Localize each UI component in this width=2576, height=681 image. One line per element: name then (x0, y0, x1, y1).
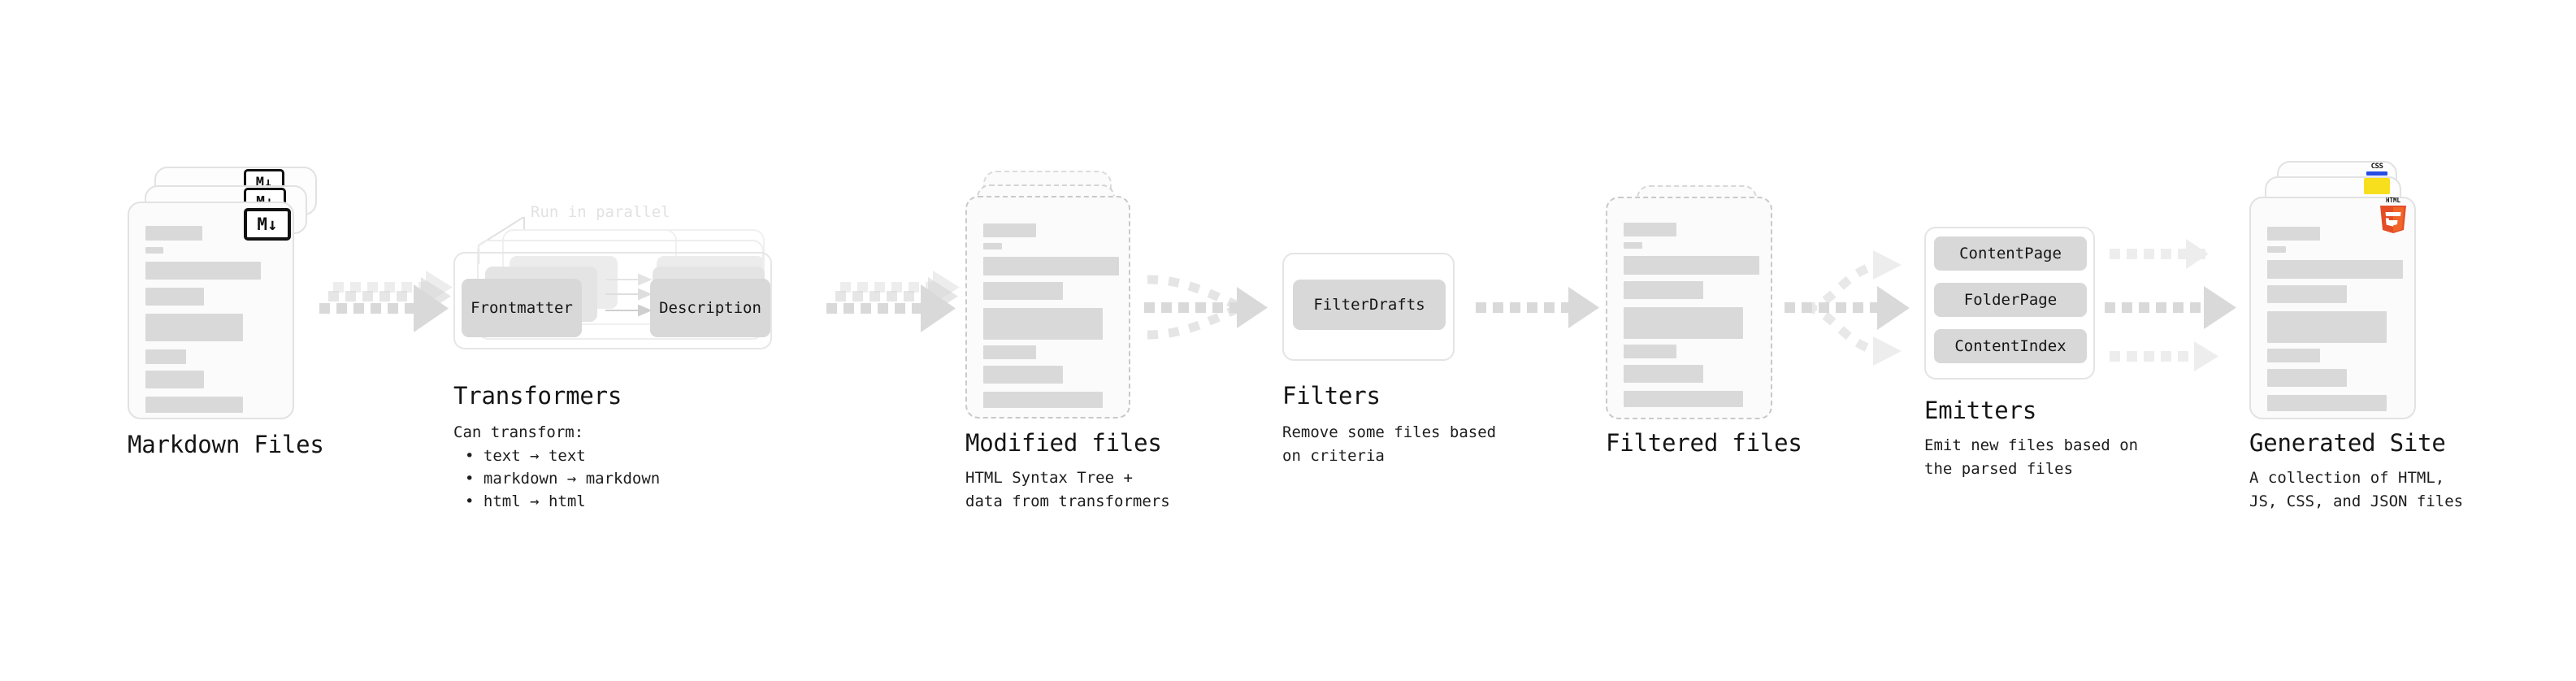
skeleton-line (1624, 281, 1703, 299)
transformer-pill-frontmatter[interactable]: Frontmatter (462, 279, 582, 337)
transformers-subtitle: Can transform: (453, 423, 584, 441)
skeleton-line (983, 282, 1063, 300)
run-in-parallel-label: Run in parallel (531, 203, 670, 221)
modified-files-subtitle: HTML Syntax Tree + data from transformer… (965, 469, 1170, 510)
run-in-parallel-bracket (478, 217, 525, 264)
skeleton-line (1624, 242, 1642, 249)
skeleton-line (145, 262, 261, 280)
transformers-title: Transformers (453, 382, 622, 410)
transformer-inner-arrows (605, 273, 653, 317)
filters-title: Filters (1282, 382, 1381, 410)
html5-badge-wordmark: HTML (2386, 197, 2401, 204)
skeleton-line (2267, 285, 2347, 303)
skeleton-line (145, 226, 202, 241)
emitter-pill-folderpage[interactable]: FolderPage (1934, 283, 2087, 317)
transformers-bullet-1: • text → text (465, 447, 586, 465)
transformers-bullet-2: • markdown → markdown (465, 470, 661, 488)
skeleton-line (145, 247, 163, 254)
skeleton-line (983, 223, 1036, 237)
js-badge (2364, 178, 2390, 194)
transformer-pill-description[interactable]: Description (650, 279, 770, 337)
skeleton-line (2267, 227, 2320, 241)
filtered-card-front (1606, 197, 1772, 419)
skeleton-line (1624, 256, 1759, 275)
skeleton-line (145, 288, 204, 306)
transformers-bullet-3: • html → html (465, 492, 586, 510)
skeleton-line (145, 397, 243, 413)
modified-card-front (965, 196, 1130, 419)
skeleton-line (2267, 395, 2387, 411)
filtered-files-title: Filtered files (1606, 429, 1802, 457)
skeleton-line (1624, 391, 1743, 407)
skeleton-line (1624, 365, 1703, 383)
skeleton-line (983, 243, 1002, 249)
skeleton-line (145, 314, 243, 341)
generated-site-title: Generated Site (2249, 429, 2446, 457)
skeleton-line (2267, 246, 2286, 253)
skeleton-line (1624, 223, 1676, 236)
skeleton-line (2267, 260, 2403, 279)
skeleton-line (145, 371, 204, 388)
emitter-pill-contentindex[interactable]: ContentIndex (1934, 329, 2087, 363)
skeleton-line (2267, 311, 2387, 343)
site-card-front (2249, 197, 2416, 419)
css-badge-bar (2366, 171, 2387, 176)
skeleton-line (2267, 349, 2320, 362)
markdown-badge: M↓ (244, 208, 291, 241)
skeleton-line (983, 308, 1103, 340)
css-badge-label: CSS (2370, 163, 2383, 171)
markdown-files-title: Markdown Files (128, 431, 324, 458)
generated-site-subtitle: A collection of HTML, JS, CSS, and JSON … (2249, 469, 2464, 510)
css-badge: CSS (2366, 163, 2387, 178)
skeleton-line (1624, 345, 1676, 358)
skeleton-line (983, 345, 1036, 359)
emitters-subtitle: Emit new files based on the parsed files (1924, 436, 2139, 478)
modified-files-title: Modified files (965, 429, 1162, 457)
emitters-title: Emitters (1924, 397, 2037, 424)
skeleton-line (983, 392, 1103, 408)
skeleton-line (983, 257, 1119, 275)
emitter-pill-contentpage[interactable]: ContentPage (1934, 236, 2087, 271)
skeleton-line (2267, 369, 2347, 387)
skeleton-line (983, 366, 1063, 384)
skeleton-line (1624, 307, 1743, 339)
skeleton-line (145, 349, 186, 364)
filter-pill-filterdrafts[interactable]: FilterDrafts (1293, 280, 1446, 330)
html5-badge: HTML (2380, 197, 2406, 233)
filters-subtitle: Remove some files based on criteria (1282, 423, 1497, 465)
transformer-box-front (453, 252, 772, 349)
